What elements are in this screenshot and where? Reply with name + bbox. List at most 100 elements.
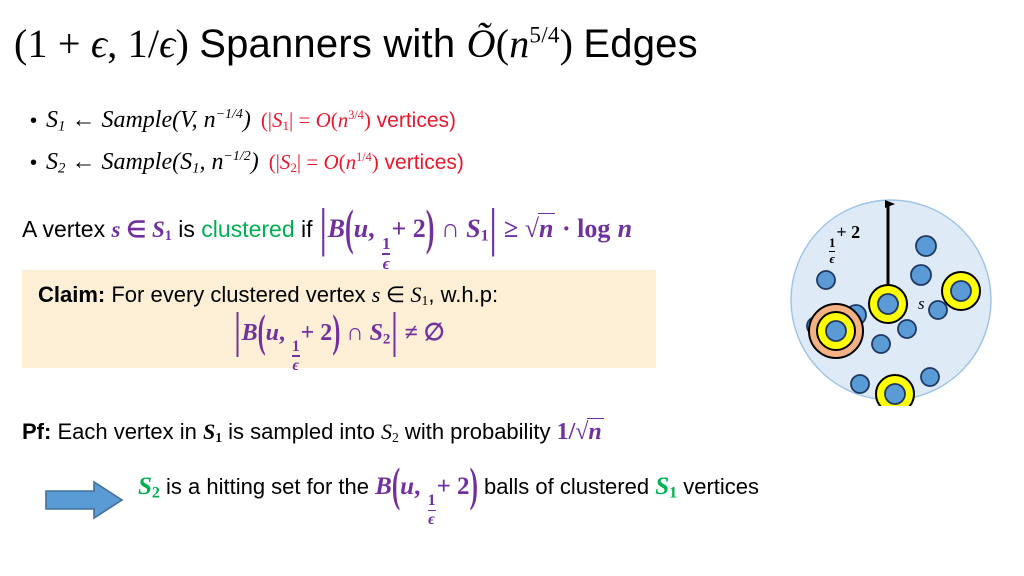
title-epsilon-2: ϵ bbox=[159, 21, 176, 66]
definition-member-sign: ∈ bbox=[120, 217, 152, 242]
vertex-node bbox=[928, 300, 948, 320]
fraction-numerator: 1 bbox=[382, 233, 391, 253]
title-exponent: 5/4 bbox=[529, 22, 560, 49]
title-edges-word: Edges bbox=[583, 22, 698, 66]
proof-set-s1-index: 1 bbox=[215, 430, 223, 445]
conclusion-set-s1: S bbox=[655, 472, 670, 500]
bullet1-note-set: S bbox=[272, 108, 283, 132]
bullet1-call-close: ) bbox=[242, 107, 251, 133]
title-spanners-word: Spanners with bbox=[199, 22, 467, 66]
vertex-node-ringed bbox=[941, 271, 981, 311]
bullet1-note-bigo: O bbox=[315, 108, 331, 132]
fraction-bar bbox=[382, 253, 391, 255]
sqrt-sign: √ bbox=[575, 419, 589, 445]
bullet1-set-index: 1 bbox=[58, 118, 66, 135]
proof-line: Pf: Each vertex in S1 is sampled into S2… bbox=[22, 418, 604, 446]
definition-set: S bbox=[151, 217, 165, 242]
probability-numerator: 1 bbox=[556, 419, 569, 445]
title-o-tilde: Õ bbox=[466, 21, 496, 66]
vertex-node-double-ringed bbox=[808, 303, 864, 359]
bullet1-note-open: (| bbox=[260, 108, 273, 132]
title-open-paren: ( bbox=[495, 21, 510, 66]
right-block-arrow-icon bbox=[45, 480, 124, 520]
bullet2-call: Sample(S bbox=[101, 149, 193, 175]
bullet1-note: (|S1| = O(n3/4) vertices) bbox=[260, 108, 457, 133]
paren-open: ( bbox=[257, 307, 266, 358]
intersection-sign: ∩ bbox=[434, 214, 467, 243]
paren-open: ( bbox=[391, 459, 401, 512]
paren-close: ) bbox=[425, 200, 435, 256]
bullet-item-s1: •S1 ← Sample(V, n−1/4)(|S1| = O(n3/4) ve… bbox=[30, 106, 456, 135]
vertex-node bbox=[897, 319, 917, 339]
bullet1-set: S bbox=[46, 107, 58, 133]
fraction-denominator: ϵ bbox=[428, 511, 435, 529]
fraction-numerator: 1 bbox=[829, 236, 836, 250]
conclusion-set-s2: S bbox=[138, 472, 152, 500]
formula-comma: , bbox=[368, 214, 382, 243]
bullet2-note-paren-close: ) bbox=[371, 150, 379, 174]
bullet2-note-set: S bbox=[279, 150, 291, 174]
bullet2-note: (|S2| = O(n1/4) vertices) bbox=[269, 150, 464, 175]
proof-set-s2: S bbox=[381, 419, 392, 444]
claim-text-after: , w.h.p: bbox=[428, 282, 499, 307]
formula-comma: , bbox=[278, 320, 291, 346]
proof-text-2: is sampled into bbox=[222, 419, 381, 444]
bullet-item-s2: •S2 ← Sample(S1, n−1/2)(|S2| = O(n1/4) v… bbox=[30, 148, 464, 177]
bullet1-arrow: ← bbox=[71, 107, 96, 133]
title-epsilon-1: ϵ bbox=[90, 21, 108, 66]
plus-two: + 2 bbox=[300, 320, 333, 346]
page-title: (1 + ϵ, 1/ϵ) Spanners with Õ(n5/4) Edges bbox=[14, 20, 698, 67]
bullet2-note-tail: vertices) bbox=[378, 151, 464, 174]
formula-set-s1-index: 1 bbox=[480, 227, 489, 245]
ball-center-u: u bbox=[353, 214, 369, 243]
abs-bar-close: | bbox=[489, 197, 497, 258]
conclusion-text-1: is a hitting set for the bbox=[159, 473, 376, 499]
formula-set-s2: S bbox=[369, 320, 383, 346]
claim-label: Claim: bbox=[38, 282, 106, 307]
bullet1-note-set-index: 1 bbox=[282, 117, 290, 133]
conclusion-set-s2-index: 2 bbox=[151, 484, 160, 502]
bullet2-set-index: 2 bbox=[58, 160, 66, 177]
vertex-node bbox=[816, 270, 836, 290]
bullet2-note-paren-open: ( bbox=[338, 150, 346, 174]
formula-set-s2-index: 2 bbox=[382, 331, 391, 348]
probability-slash: / bbox=[568, 419, 576, 445]
bullet2-note-set-index: 2 bbox=[290, 159, 297, 175]
claim-box: Claim: For every clustered vertex s ∈ S1… bbox=[22, 270, 656, 373]
sqrt-argument: n bbox=[587, 418, 604, 445]
paren-close: ) bbox=[332, 307, 341, 358]
paren-open: ( bbox=[345, 200, 354, 256]
fraction-bar bbox=[427, 509, 436, 512]
bullet2-call-close: ) bbox=[250, 149, 259, 175]
title-prefix: (1 + bbox=[14, 21, 91, 66]
ball-center-u: u bbox=[265, 320, 279, 346]
sqrt-argument: n bbox=[538, 213, 556, 243]
fraction-numerator: 1 bbox=[291, 337, 300, 355]
ball-center-u: u bbox=[400, 472, 415, 500]
proof-text-3: with probability bbox=[398, 419, 557, 444]
definition-is-word: is bbox=[171, 216, 202, 242]
geq-sign: ≥ bbox=[497, 214, 525, 243]
bullet2-note-mid: | = bbox=[296, 150, 324, 174]
vertex-node bbox=[915, 235, 937, 257]
bullet1-note-exponent: 3/4 bbox=[348, 108, 364, 122]
ball-symbol: B bbox=[375, 472, 392, 500]
log-function: log bbox=[577, 214, 611, 243]
title-n: n bbox=[509, 21, 530, 66]
neq-sign: ≠ bbox=[398, 320, 424, 346]
formula-set-s1: S bbox=[466, 214, 481, 243]
bullet1-note-paren-open: ( bbox=[330, 108, 338, 132]
bullet1-note-tail: vertices) bbox=[370, 109, 457, 132]
bullet1-note-mid: | = bbox=[289, 108, 316, 132]
title-mid: , 1/ bbox=[107, 21, 160, 66]
definition-lead: A vertex bbox=[22, 216, 112, 242]
intersection-sign: ∩ bbox=[340, 320, 370, 346]
